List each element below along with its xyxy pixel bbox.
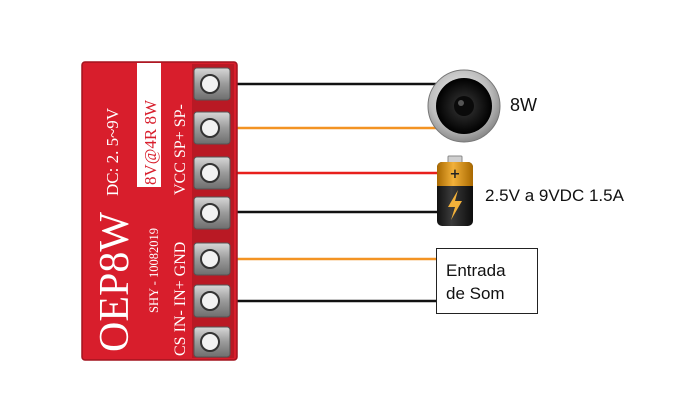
audio-input-label: Entrada de Som: [446, 261, 506, 303]
pin-in-minus: [193, 284, 231, 318]
module-power-text: 8V@4R 8W: [141, 99, 160, 185]
speaker-label: 8W: [510, 95, 537, 115]
speaker-icon: [427, 69, 501, 143]
module-pins-upper: VCC SP+ SP-: [172, 104, 189, 195]
pin-cs: [193, 326, 231, 358]
module-pins-lower: CS IN- IN+ GND: [172, 242, 189, 356]
pin-gnd: [193, 196, 231, 230]
pin-vcc: [193, 156, 231, 190]
audio-input-box: Entrada de Som: [436, 248, 538, 314]
svg-text:+: +: [450, 167, 461, 182]
battery-label: 2.5V a 9VDC 1.5A: [485, 186, 624, 205]
oep8w-module: OEP8W DC: 2. 5~9V SHY - 10082019 8V@4R 8…: [81, 61, 238, 361]
battery-icon: +: [437, 155, 473, 226]
pin-in-plus: [193, 242, 231, 276]
module-supply-text: DC: 2. 5~9V: [103, 107, 122, 196]
pin-sp-minus: [193, 67, 231, 101]
module-serial: SHY - 10082019: [147, 228, 161, 313]
module-model: OEP8W: [92, 212, 138, 352]
pin-sp-plus: [193, 111, 231, 145]
